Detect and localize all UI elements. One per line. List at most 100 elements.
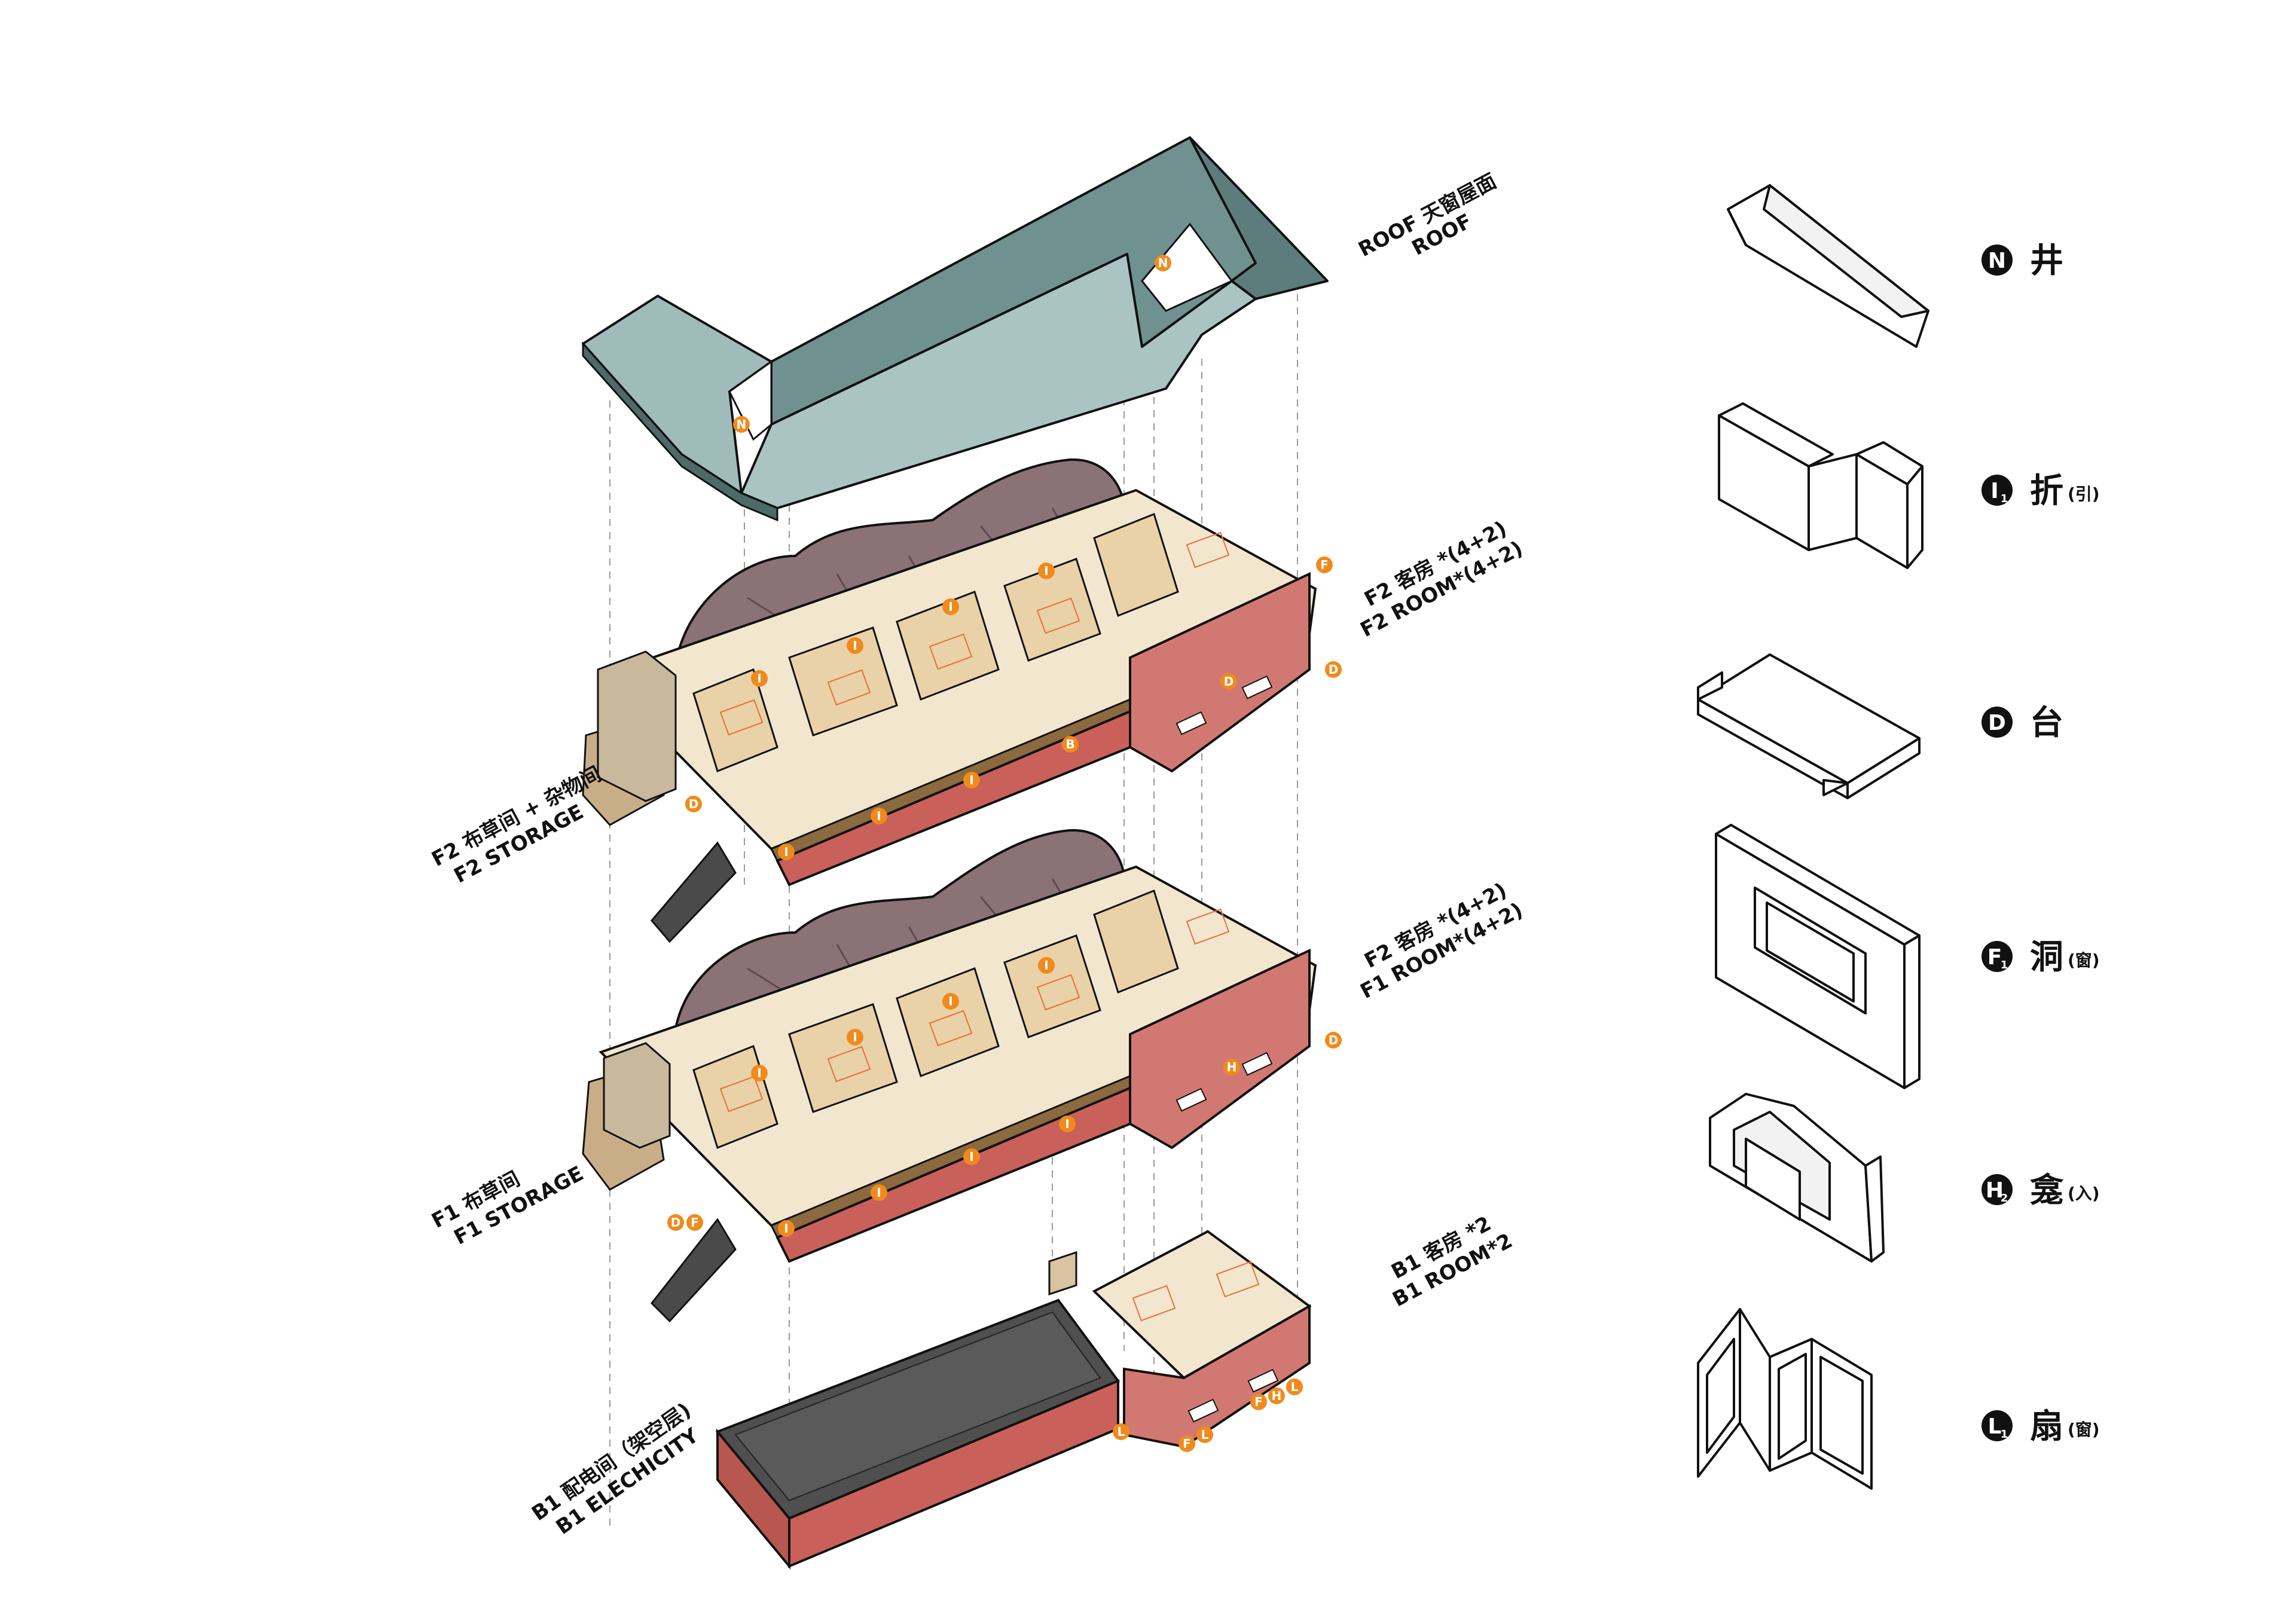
tag-f2-i-2: I xyxy=(847,637,863,654)
legend-item-n: N 井 xyxy=(1727,184,2063,348)
svg-text:I: I xyxy=(877,809,881,823)
legend-casement-icon xyxy=(1697,1308,1873,1490)
svg-text:(入): (入) xyxy=(2068,1184,2100,1203)
svg-text:洞: 洞 xyxy=(2030,938,2063,977)
svg-text:(窗): (窗) xyxy=(2068,1420,2100,1439)
tag-f2-d-left: D xyxy=(685,796,702,812)
tag-f1-i-6: I xyxy=(963,1148,980,1165)
tag-f2-f: F xyxy=(1316,557,1333,573)
svg-text:折: 折 xyxy=(2030,472,2063,511)
legend: N 井 I 1 折 (引) xyxy=(1697,184,2100,1490)
f1-room-furniture xyxy=(719,908,1230,1112)
tag-b1-f: F xyxy=(1178,1435,1195,1452)
svg-text:H: H xyxy=(1986,1178,2004,1203)
f1-stair xyxy=(650,1218,737,1323)
svg-text:F: F xyxy=(1254,1395,1263,1409)
tag-b1-f-2: F xyxy=(1250,1393,1267,1410)
svg-text:1: 1 xyxy=(2001,959,2008,971)
svg-text:I: I xyxy=(757,1066,761,1080)
svg-text:H: H xyxy=(1272,1389,1282,1403)
svg-text:(窗): (窗) xyxy=(2068,950,2100,970)
tag-b1-l-2: L xyxy=(1196,1426,1213,1443)
tag-roof-n-right: N xyxy=(1155,255,1171,271)
svg-text:(引): (引) xyxy=(2068,484,2100,504)
f2-storage-box xyxy=(597,650,677,802)
tag-f1-d-left: D xyxy=(667,1214,684,1231)
legend-item-f: F 1 洞 (窗) xyxy=(1715,824,2100,1089)
svg-text:I: I xyxy=(784,1221,788,1236)
tag-f1-f-left: F xyxy=(686,1214,703,1231)
svg-text:F: F xyxy=(1987,945,2002,970)
tag-f2-i-5: I xyxy=(963,772,980,788)
f1-storage-box xyxy=(603,1042,671,1149)
svg-text:I: I xyxy=(948,600,952,614)
b1-room-windows xyxy=(1187,1368,1279,1423)
tag-f2-i-4: I xyxy=(1038,563,1055,579)
legend-well-icon xyxy=(1727,184,1929,348)
svg-text:L: L xyxy=(1988,1414,2002,1439)
legend-item-h: H 2 龛 (入) xyxy=(1709,1093,2100,1263)
f2-right-block xyxy=(1129,571,1311,773)
legend-item-i: I 1 折 (引) xyxy=(1718,402,2100,569)
svg-text:I: I xyxy=(1990,479,1998,503)
legend-opening-icon xyxy=(1715,824,1921,1089)
svg-text:I: I xyxy=(757,671,761,686)
svg-text:F: F xyxy=(691,1215,699,1230)
f1-right-block xyxy=(1129,948,1311,1150)
tag-b1-h: H xyxy=(1268,1387,1285,1404)
svg-text:I: I xyxy=(853,1030,857,1044)
svg-text:D: D xyxy=(671,1215,681,1230)
roof-plane-front xyxy=(740,253,1257,509)
f1-right-windows xyxy=(1176,1052,1273,1112)
svg-text:F: F xyxy=(1320,558,1329,572)
svg-text:扇: 扇 xyxy=(2030,1407,2063,1446)
legend-item-d: D 台 xyxy=(1697,653,2063,799)
svg-text:L: L xyxy=(1201,1428,1209,1442)
tag-f2-i-3: I xyxy=(942,598,959,615)
tag-f1-i-7: I xyxy=(871,1184,887,1201)
f2-level xyxy=(582,458,1317,943)
svg-text:I: I xyxy=(1065,1117,1069,1131)
f2-right-windows xyxy=(1176,675,1273,735)
svg-text:1: 1 xyxy=(2001,1428,2008,1441)
svg-text:台: 台 xyxy=(2030,704,2063,742)
b1-room-furniture xyxy=(1132,1261,1260,1322)
svg-text:L: L xyxy=(1291,1380,1299,1394)
tag-b1-l-3: L xyxy=(1286,1379,1303,1395)
legend-item-l: L 1 扇 (窗) xyxy=(1697,1308,2100,1490)
tag-f2-i-1: I xyxy=(751,670,768,687)
svg-text:D: D xyxy=(1224,674,1234,689)
tag-f2-i-6: I xyxy=(871,808,887,824)
orange-tags: N N I I I I F D D B I I I D I I I I H D … xyxy=(667,255,1342,1452)
svg-text:N: N xyxy=(1988,249,2006,273)
svg-text:L: L xyxy=(1118,1425,1125,1439)
f2-room-furniture xyxy=(719,531,1230,736)
f2-partitions xyxy=(692,513,1179,772)
f2-stair xyxy=(651,841,737,943)
svg-text:I: I xyxy=(969,1150,973,1164)
roof-level xyxy=(582,136,1329,522)
svg-text:2: 2 xyxy=(2001,1192,2008,1205)
svg-text:N: N xyxy=(1158,256,1168,270)
legend-platform-icon xyxy=(1697,653,1921,799)
svg-text:H: H xyxy=(1227,1060,1237,1074)
b1-level xyxy=(715,1230,1312,1570)
tag-roof-n-left: N xyxy=(733,416,750,433)
tag-f1-i-8: I xyxy=(778,1220,795,1237)
svg-text:I: I xyxy=(853,638,857,653)
tag-f1-i-5: I xyxy=(1059,1115,1076,1132)
svg-text:I: I xyxy=(1044,958,1048,973)
svg-text:D: D xyxy=(1329,662,1339,677)
svg-text:N: N xyxy=(737,417,747,432)
svg-text:I: I xyxy=(1044,564,1048,578)
legend-niche-icon xyxy=(1709,1093,1885,1263)
svg-text:F: F xyxy=(1183,1436,1191,1451)
tag-f2-b: B xyxy=(1062,736,1079,753)
svg-text:I: I xyxy=(784,845,788,859)
tag-f2-d-right: D xyxy=(1325,661,1342,678)
f1-partitions xyxy=(692,890,1179,1149)
svg-text:1: 1 xyxy=(2001,493,2008,505)
tag-f1-h: H xyxy=(1223,1059,1240,1075)
roof-skylight-right xyxy=(1141,222,1234,312)
